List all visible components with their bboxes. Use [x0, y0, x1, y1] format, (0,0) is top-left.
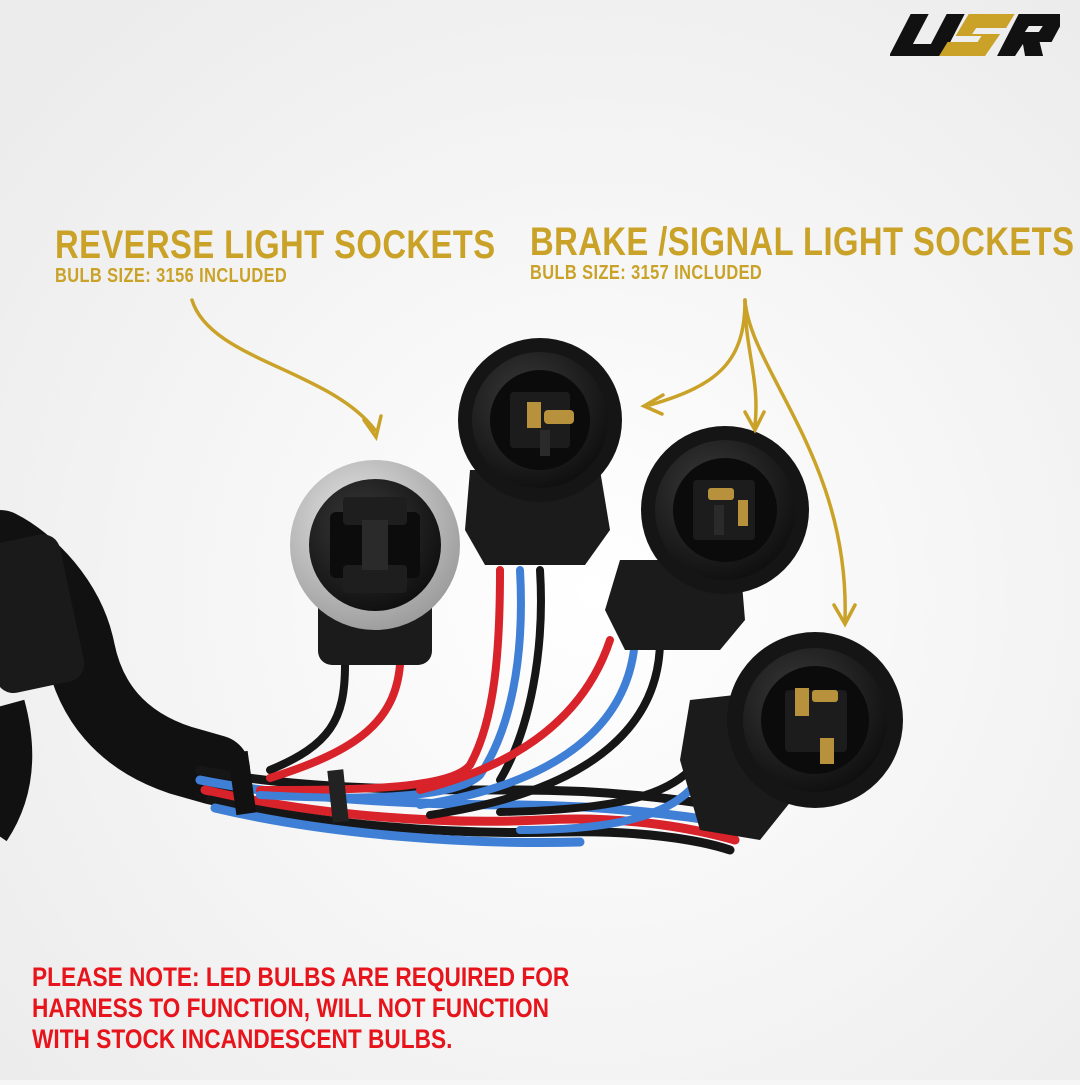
- reverse-socket-subtitle: BULB SIZE: 3156 INCLUDED: [55, 265, 288, 287]
- wire-bundle: [195, 566, 745, 855]
- note-line-1: PLEASE NOTE: LED BULBS ARE REQUIRED FOR: [32, 962, 570, 992]
- note-line-3: WITH STOCK INCANDESCENT BULBS.: [32, 1024, 453, 1054]
- harness-trunk: [0, 510, 250, 842]
- brake-socket-3: [680, 632, 903, 840]
- reverse-socket-title: REVERSE LIGHT SOCKETS: [55, 223, 496, 267]
- usr-logo: [890, 14, 1060, 56]
- brake-socket-1: [458, 338, 622, 565]
- reverse-socket-label: REVERSE LIGHT SOCKETS BULB SIZE: 3156 IN…: [55, 225, 592, 287]
- brake-socket-label: BRAKE /SIGNAL LIGHT SOCKETS BULB SIZE: 3…: [530, 222, 1080, 284]
- reverse-socket: [290, 460, 460, 665]
- pointer-arrows: [190, 298, 857, 628]
- brake-socket-subtitle: BULB SIZE: 3157 INCLUDED: [530, 262, 763, 284]
- brake-socket-2: [605, 426, 809, 650]
- note-line-2: HARNESS TO FUNCTION, WILL NOT FUNCTION: [32, 993, 550, 1023]
- brake-socket-title: BRAKE /SIGNAL LIGHT SOCKETS: [530, 220, 1075, 264]
- led-requirement-note: PLEASE NOTE: LED BULBS ARE REQUIRED FOR …: [32, 962, 570, 1055]
